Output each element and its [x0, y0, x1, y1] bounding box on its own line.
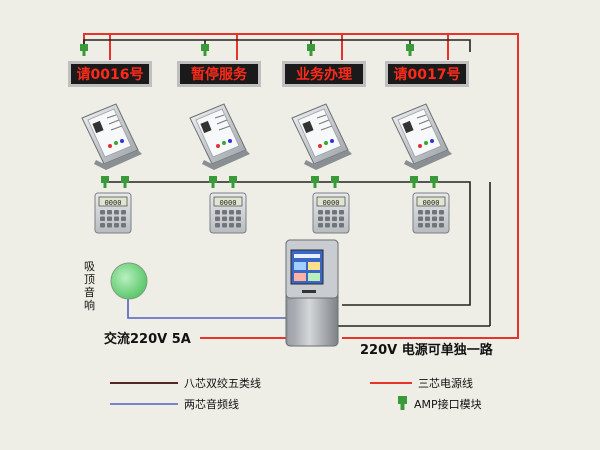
amp-module-icon	[307, 44, 315, 56]
amp-module-icon	[101, 176, 109, 188]
led-displays: 请0016号 暂停服务 业务办理 请0017号	[68, 61, 469, 87]
speaker-label-char: 响	[84, 299, 95, 312]
led-display-text: 业务办理	[296, 66, 352, 83]
amp-module-icon	[201, 44, 209, 56]
led-display: 请0016号	[68, 61, 152, 87]
legend-amp-label: AMP接口模块	[414, 398, 482, 411]
amp-modules-top	[80, 44, 414, 56]
speaker-label-char: 音	[84, 285, 95, 299]
keypad-device: 0000	[209, 192, 247, 234]
speaker-label: 吸 顶 音 响	[84, 260, 95, 312]
photo-icon	[200, 120, 212, 134]
photo-icon	[402, 120, 414, 134]
amp-module-icon	[229, 176, 237, 188]
amp-module-icon	[398, 396, 407, 410]
keypad-screen-text: 0000	[323, 199, 340, 207]
ticket-kiosk	[285, 239, 339, 347]
keypad-screen	[416, 196, 446, 207]
keypad-screen-text: 0000	[105, 199, 122, 207]
keypad-screen	[213, 196, 243, 207]
speaker-label-char: 吸	[84, 260, 95, 273]
amp-module-icon	[80, 44, 88, 56]
photo-icon	[302, 120, 314, 134]
ticket-slot	[302, 290, 316, 293]
led-display: 暂停服务	[177, 61, 261, 87]
led-display-text: 暂停服务	[191, 66, 248, 83]
keypad-device: 0000	[94, 192, 132, 234]
keypad-screen-text: 0000	[220, 199, 237, 207]
audio-line	[110, 298, 286, 405]
legend	[370, 382, 412, 410]
keypad-device: 0000	[412, 192, 450, 234]
evaluator-device	[81, 103, 142, 170]
amp-modules-middle	[101, 176, 438, 188]
photo-icon	[92, 120, 104, 134]
amp-module-icon	[209, 176, 217, 188]
led-display-text: 请0016号	[77, 66, 144, 83]
amp-module-icon	[331, 176, 339, 188]
network-lines	[83, 39, 491, 384]
keypad-screen-text: 0000	[423, 199, 440, 207]
keypad-device: 0000	[312, 192, 350, 234]
evaluator-device	[391, 103, 452, 170]
amp-module-icon	[406, 44, 414, 56]
keypad-screen	[316, 196, 346, 207]
evaluator-device	[291, 103, 352, 170]
amp-module-icon	[410, 176, 418, 188]
led-display: 请0017号	[385, 61, 469, 87]
legend-eight-core-label: 八芯双绞五类线	[184, 376, 261, 390]
amp-module-icon	[311, 176, 319, 188]
led-display-text: 请0017号	[394, 66, 461, 83]
legend-three-core-label: 三芯电源线	[418, 376, 473, 390]
speaker-label-char: 顶	[84, 273, 95, 286]
power-supply-left-label: 交流220V 5A	[104, 331, 191, 347]
evaluator-devices	[81, 103, 452, 170]
evaluator-device	[189, 103, 250, 170]
keypad-devices: 0000 0000 0000 0000	[94, 192, 450, 234]
ceiling-speaker	[110, 262, 148, 300]
keypad-screen	[98, 196, 128, 207]
led-display: 业务办理	[282, 61, 366, 87]
legend-two-core-label: 两芯音频线	[184, 397, 239, 411]
amp-module-icon	[121, 176, 129, 188]
power-supply-right-label: 220V 电源可单独一路	[360, 342, 494, 358]
amp-module-icon	[430, 176, 438, 188]
